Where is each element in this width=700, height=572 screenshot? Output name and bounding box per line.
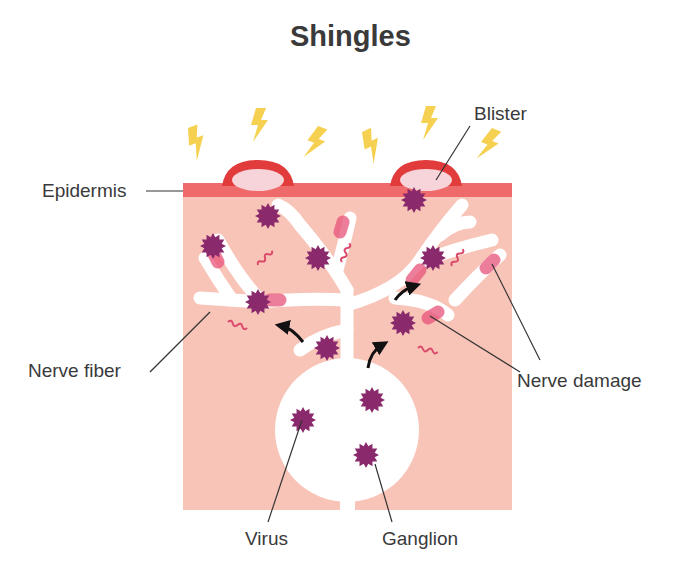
nerve-fibers [200,205,500,370]
virus [359,387,385,413]
virus [290,407,316,433]
blisters [222,160,462,191]
part-label: Ganglion [382,528,458,550]
part-label: Virus [245,528,288,550]
squiggle [257,249,274,266]
squiggle [340,243,351,263]
virus [255,203,281,229]
dermis [183,190,512,510]
virus [245,289,271,315]
virus [420,245,446,271]
part-label: Blister [474,103,527,125]
virus [305,245,331,271]
virus [390,310,416,336]
squiggle [227,320,247,330]
virus [314,335,340,361]
part-label: Nerve damage [517,370,642,392]
ganglion [275,358,419,510]
leader-lines [146,126,540,522]
squiggle [450,248,464,267]
virus [401,187,427,213]
inflammation-marks [227,243,464,354]
diagram-title: Shingles [290,20,411,53]
part-label: Epidermis [42,180,126,202]
part-label: Nerve fiber [28,360,121,382]
pain-bolts [183,106,503,165]
squiggle [418,346,438,354]
movement-arrows [282,286,414,368]
nerve-damage-spots [212,222,494,318]
virus [200,233,226,259]
virus-particles [200,187,446,468]
